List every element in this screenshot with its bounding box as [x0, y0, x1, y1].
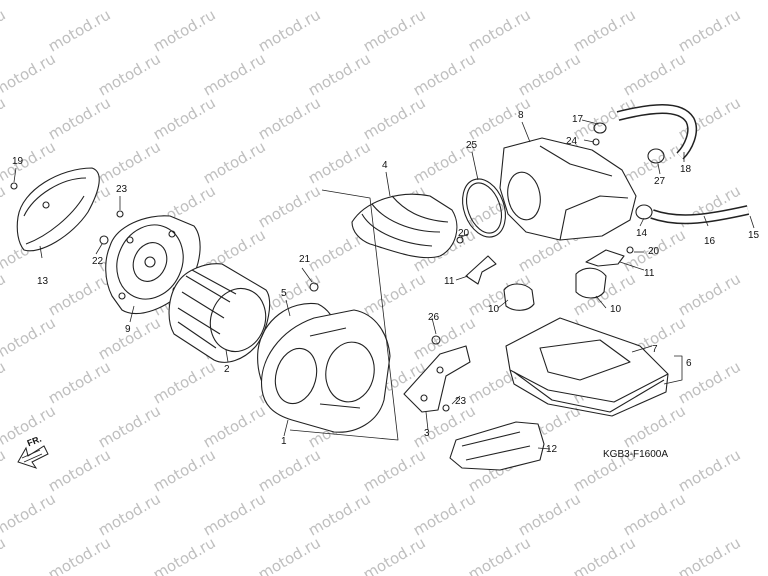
- part-callout-21: 21: [299, 254, 311, 265]
- drain-tube: [650, 205, 750, 225]
- fasteners: [10, 138, 634, 412]
- breather-tube-upper: [616, 104, 698, 160]
- air-cleaner-case: [260, 309, 391, 433]
- part-callout-19: 19: [12, 156, 24, 167]
- air-duct: [449, 421, 545, 471]
- part-callout-3: 3: [424, 428, 430, 439]
- air-cleaner-lower-case: [505, 317, 669, 417]
- part-callout-23: 23: [455, 396, 467, 407]
- diagram-code: KGB3-F1600A: [603, 449, 669, 460]
- air-filter-element: [168, 263, 271, 363]
- part-callout-20: 20: [648, 246, 660, 257]
- joint-stays: [465, 249, 625, 285]
- part-callout-17: 17: [572, 114, 584, 125]
- part-callout-5: 5: [281, 288, 287, 299]
- air-cleaner-upper-case: [499, 137, 637, 241]
- part-callout-9: 9: [125, 324, 131, 335]
- part-callout-11: 11: [444, 276, 455, 287]
- part-callout-27: 27: [654, 176, 666, 187]
- part-callout-24: 24: [566, 136, 578, 147]
- tube-band: [462, 178, 506, 238]
- part-callout-6: 6: [686, 358, 692, 369]
- part-callout-16: 16: [704, 236, 716, 247]
- part-callout-25: 25: [466, 140, 478, 151]
- part-callout-23: 23: [116, 184, 128, 195]
- part-callout-11: 11: [644, 268, 655, 279]
- part-callout-26: 26: [428, 312, 440, 323]
- part-callout-22: 22: [92, 256, 104, 267]
- part-callout-8: 8: [518, 110, 524, 121]
- part-callout-20: 20: [458, 228, 470, 239]
- air-cleaner-outer-cover: [16, 167, 100, 252]
- part-callout-1: 1: [281, 436, 287, 447]
- connecting-tube: [351, 193, 458, 259]
- intake-joints: [503, 267, 607, 311]
- part-callout-10: 10: [610, 304, 622, 315]
- part-callout-13: 13: [37, 276, 49, 287]
- mounting-bracket: [403, 345, 471, 413]
- part-callout-14: 14: [636, 228, 648, 239]
- part-callout-10: 10: [488, 304, 500, 315]
- part-callout-2: 2: [224, 364, 230, 375]
- part-callout-7: 7: [652, 344, 658, 355]
- front-direction-arrow-icon: [17, 445, 49, 469]
- assembly-outline: [289, 189, 399, 441]
- leader-lines: [13, 119, 755, 450]
- tube-clips: [593, 122, 665, 220]
- part-callout-15: 15: [748, 230, 760, 241]
- part-callout-18: 18: [680, 164, 692, 175]
- part-callout-4: 4: [382, 160, 388, 171]
- part-callout-12: 12: [546, 444, 558, 455]
